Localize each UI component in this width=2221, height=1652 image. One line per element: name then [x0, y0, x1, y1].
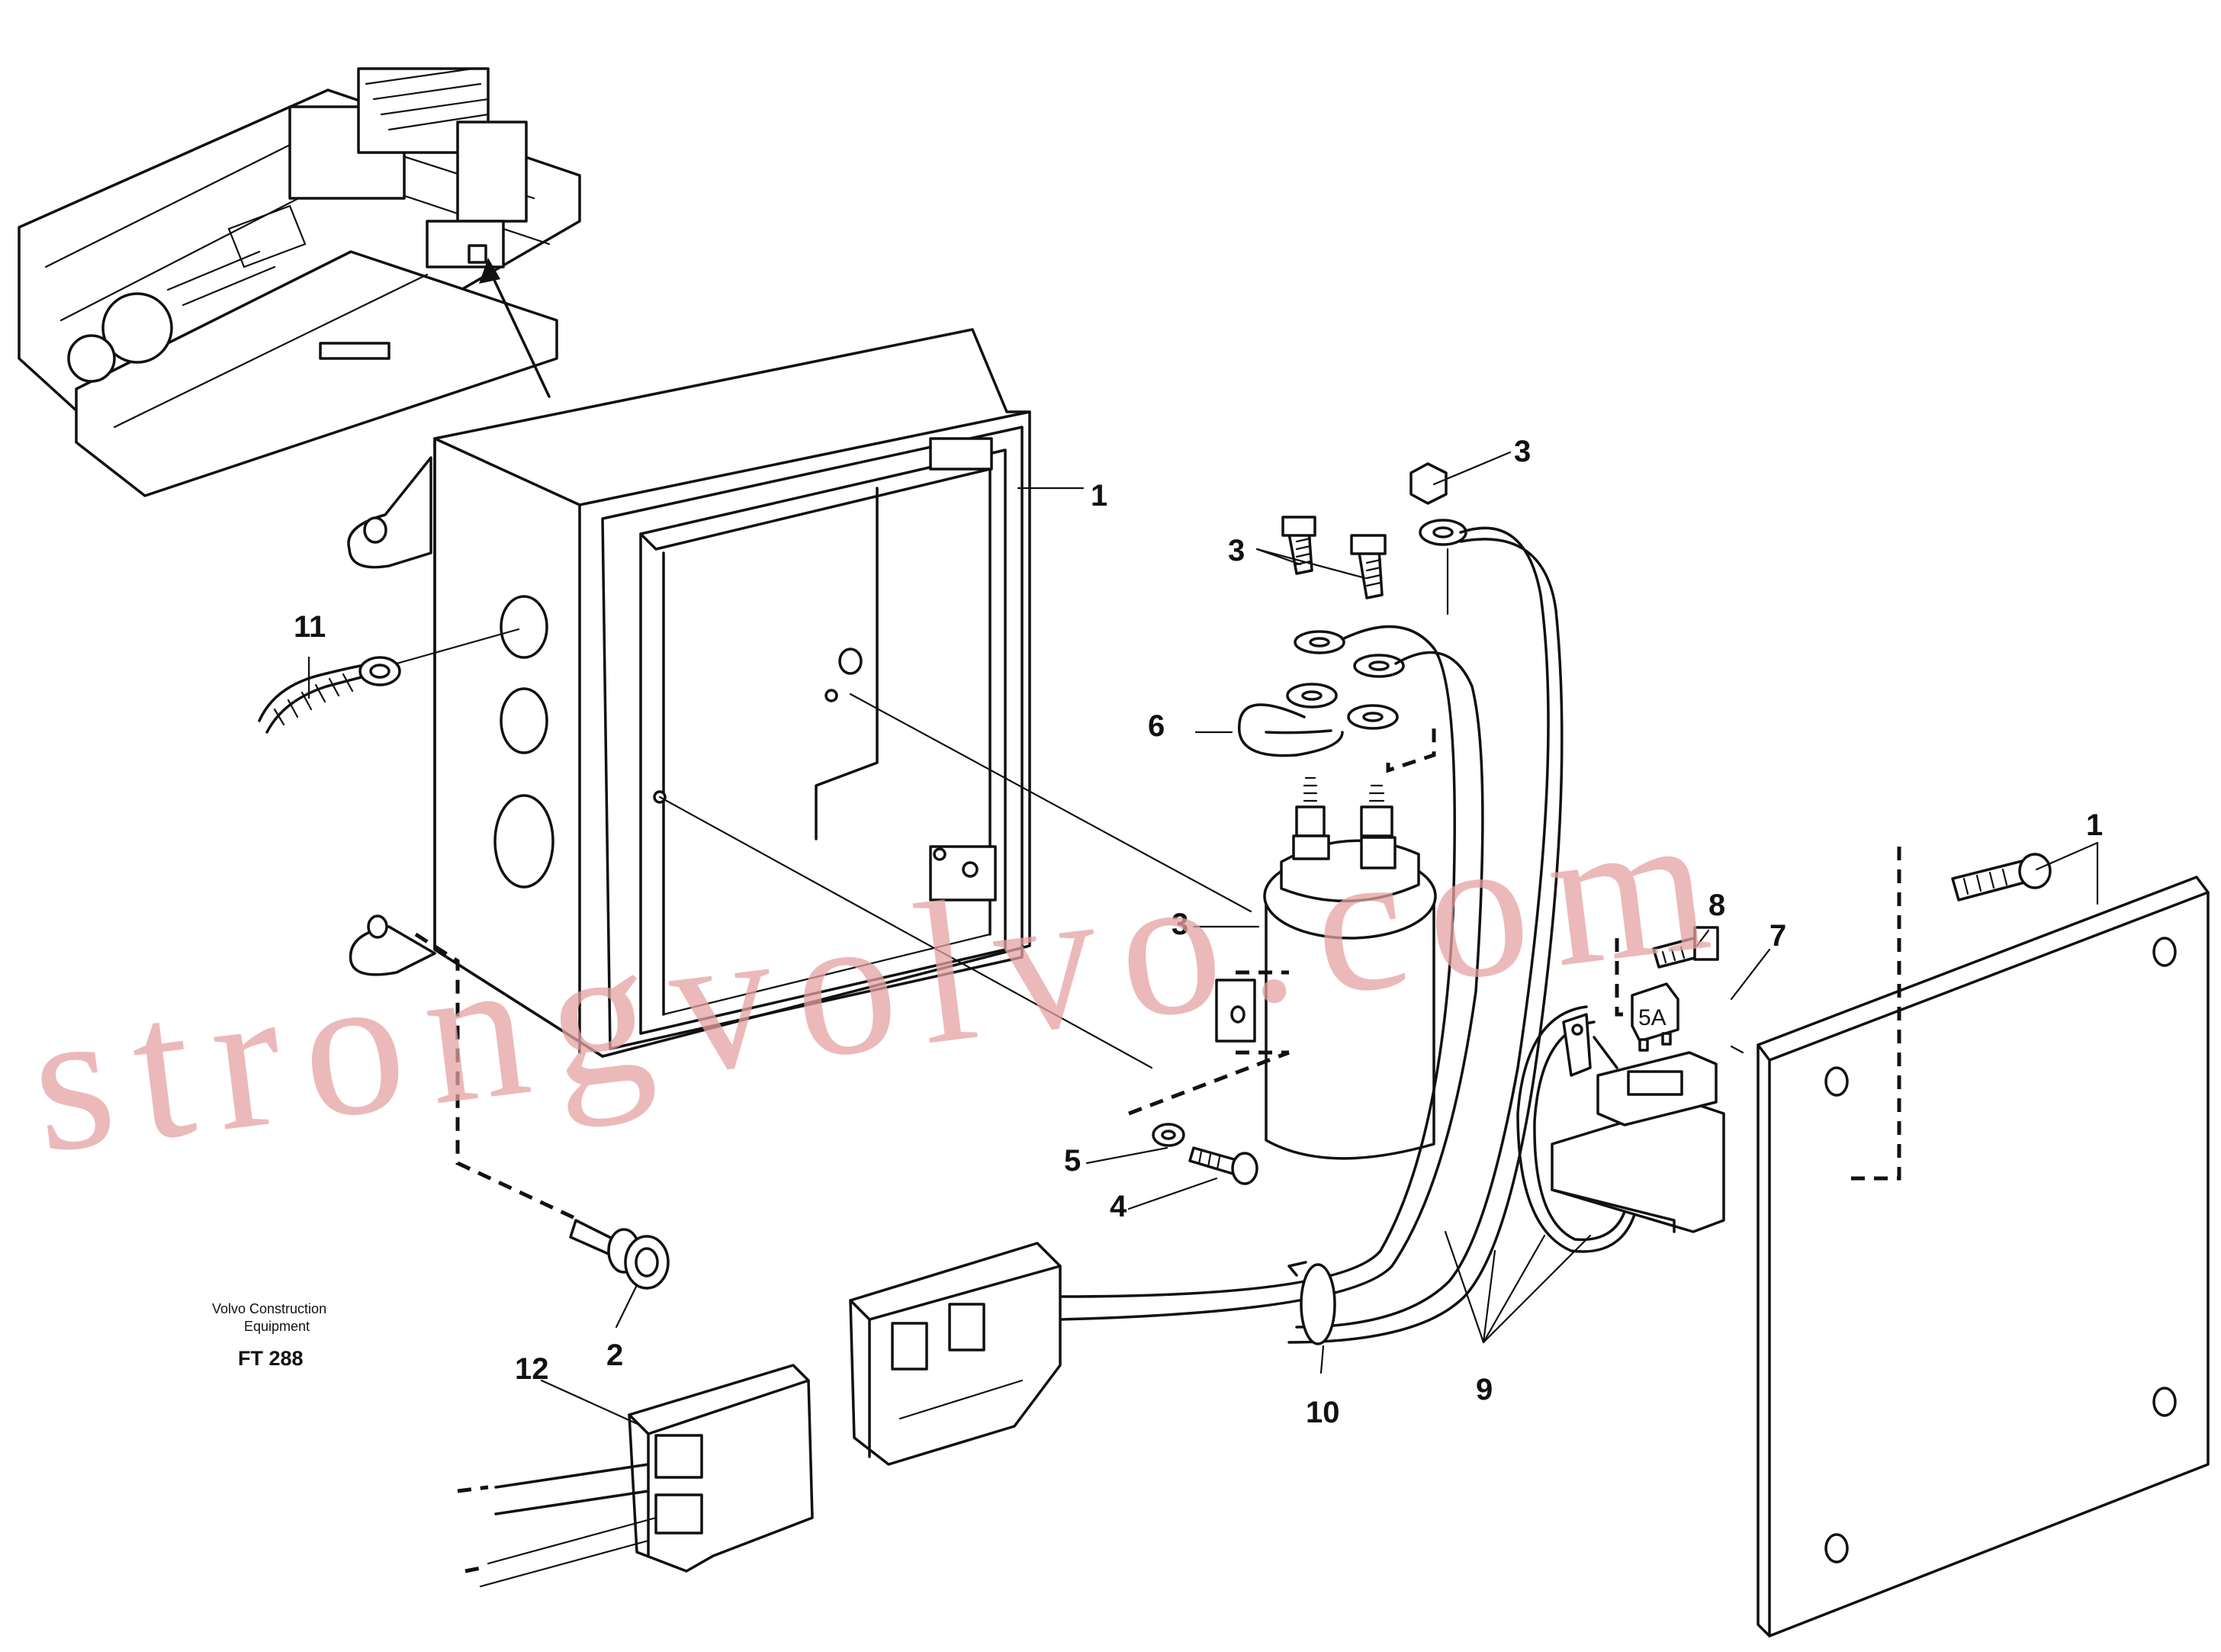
callout-10: 10 — [1306, 1396, 1340, 1429]
mounting-bolt — [414, 932, 670, 1290]
callout-2: 2 — [606, 1339, 623, 1372]
callout-4: 4 — [1110, 1190, 1127, 1223]
cable-tie — [1287, 1261, 1336, 1345]
callout-3-nut: 3 — [1514, 435, 1531, 468]
callout-11: 11 — [294, 610, 326, 644]
leader-lines — [307, 451, 2099, 1426]
callout-3-screws: 3 — [1228, 534, 1245, 567]
credit-line-1: Volvo Construction — [212, 1301, 326, 1316]
relay-fixing-screw-and-washer — [1128, 1050, 1290, 1185]
callout-1-box: 1 — [1091, 479, 1107, 513]
cover-plate — [1730, 876, 2210, 1638]
fuse-5a: 5A — [1631, 982, 1679, 1052]
callout-8: 8 — [1708, 889, 1725, 922]
callout-labels: 1 3 3 6 3 1 8 7 5 4 11 2 12 10 9 — [294, 435, 2103, 1429]
callout-6: 6 — [1148, 709, 1165, 743]
relay — [1215, 776, 1437, 1160]
electrical-box — [347, 328, 1031, 1058]
credit-block: Volvo Construction Equipment FT 288 — [212, 1301, 326, 1370]
fuse-screw — [1615, 926, 1719, 1017]
connector-housing-left — [457, 1364, 814, 1588]
callout-9: 9 — [1476, 1373, 1493, 1406]
callout-7: 7 — [1769, 919, 1786, 953]
machine-overview-illustration — [18, 67, 581, 497]
cover-screw — [1846, 847, 2052, 1181]
callout-3-relay: 3 — [1172, 908, 1188, 941]
jumper-link — [1238, 683, 1399, 757]
connector-housing-right — [849, 1242, 1062, 1466]
fuse-rating-label: 5A — [1638, 1005, 1667, 1030]
ring-terminal-wire — [258, 628, 520, 734]
terminal-screws-and-nut — [1281, 462, 1467, 678]
figure-code: FT 288 — [238, 1347, 304, 1370]
callout-12: 12 — [515, 1352, 549, 1386]
fuse-holder — [1551, 1013, 1725, 1233]
callout-5: 5 — [1064, 1144, 1081, 1178]
callout-1-cover: 1 — [2086, 808, 2103, 842]
credit-line-2: Equipment — [244, 1319, 310, 1334]
